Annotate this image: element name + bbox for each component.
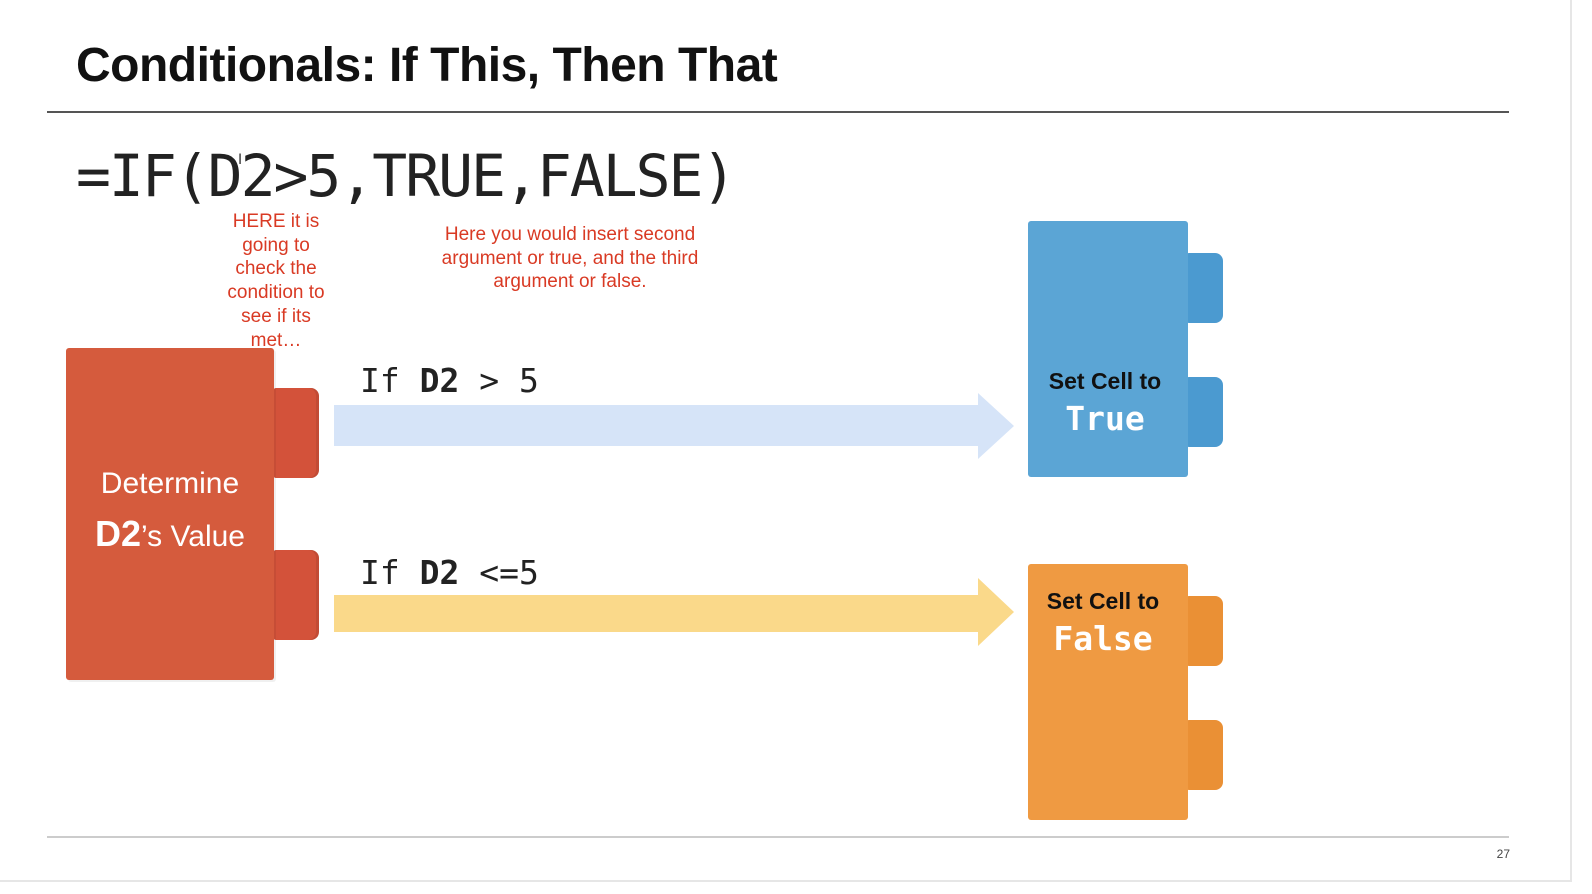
false-block-peg-bottom (1187, 720, 1223, 790)
source-block-peg-bottom (273, 550, 319, 640)
false-condition-prefix: If (360, 553, 420, 592)
slide: Conditionals: If This, Then That =IF(D2>… (0, 0, 1572, 882)
false-block-label: Set Cell to False (1023, 586, 1183, 662)
footer-divider (47, 836, 1509, 838)
text-cursor-icon: I (238, 152, 243, 168)
source-block-d2: D2 (95, 513, 142, 554)
false-condition-label: If D2 <=5 (360, 553, 539, 593)
branch-arrows (334, 393, 1014, 646)
condition-annotation: HERE it is going to check the condition … (227, 211, 325, 351)
true-condition-prefix: If (360, 361, 420, 400)
true-block-title: Set Cell to (1048, 368, 1162, 394)
true-condition-var: D2 (419, 361, 460, 400)
false-block-peg-top (1187, 596, 1223, 666)
true-condition-op: > 5 (459, 361, 539, 400)
true-block-peg-bottom (1187, 377, 1223, 447)
source-block (66, 348, 274, 680)
false-block (1028, 564, 1188, 820)
false-branch-arrow (334, 578, 1014, 646)
true-block-label: Set Cell to True (1025, 366, 1185, 442)
true-block-peg-top (1187, 253, 1223, 323)
source-block-line1: Determine (100, 467, 240, 500)
page-number: 27 (1496, 847, 1510, 861)
source-block-label: Determine D2’s Value (66, 460, 274, 563)
false-block-value: False (1053, 619, 1153, 658)
true-block-value: True (1065, 399, 1145, 438)
false-block-title: Set Cell to (1046, 588, 1160, 614)
false-condition-op: <=5 (459, 553, 539, 592)
true-block (1028, 221, 1188, 477)
false-condition-var: D2 (419, 553, 460, 592)
true-branch-arrow (334, 393, 1014, 459)
source-block-peg-top (273, 388, 319, 478)
source-block-line2-rest: ’s Value (141, 520, 245, 553)
source-block-line2: D2’s Value (66, 508, 274, 563)
slide-title: Conditionals: If This, Then That (76, 39, 778, 92)
true-condition-label: If D2 > 5 (360, 361, 539, 401)
if-formula: =IF(D2>5,TRUE,FALSE) (76, 142, 736, 210)
title-divider (47, 111, 1509, 113)
arguments-annotation: Here you would insert second argument or… (441, 224, 699, 293)
